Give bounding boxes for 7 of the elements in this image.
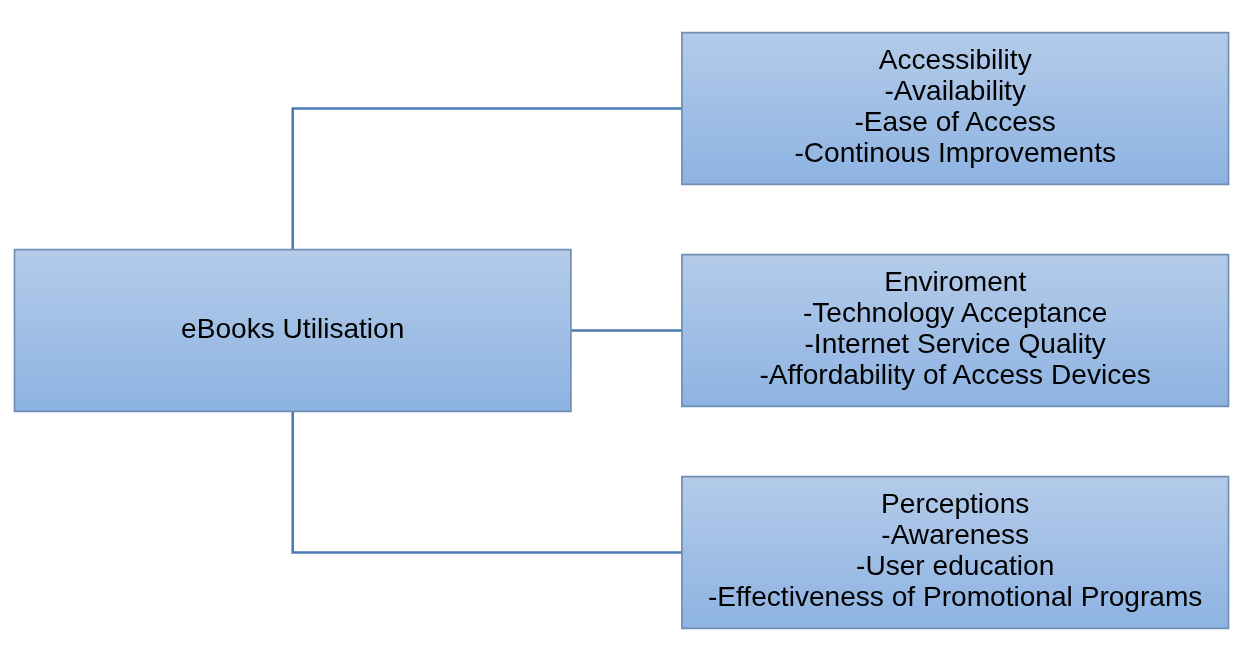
node-box: Perceptions -Awareness -User education -Effectiveness of Promotional Programs [681,475,1230,629]
node-box: eBooks Utilisation [13,248,572,412]
connector [291,106,682,249]
connector [291,411,682,554]
node-box: Accessibility -Availability -Ease of Access -Continous Improvements [681,31,1230,185]
connector [571,328,682,332]
node-box: Enviroment -Technology Acceptance -Internet Service Quality -Affordability of Access Devices [681,253,1230,407]
